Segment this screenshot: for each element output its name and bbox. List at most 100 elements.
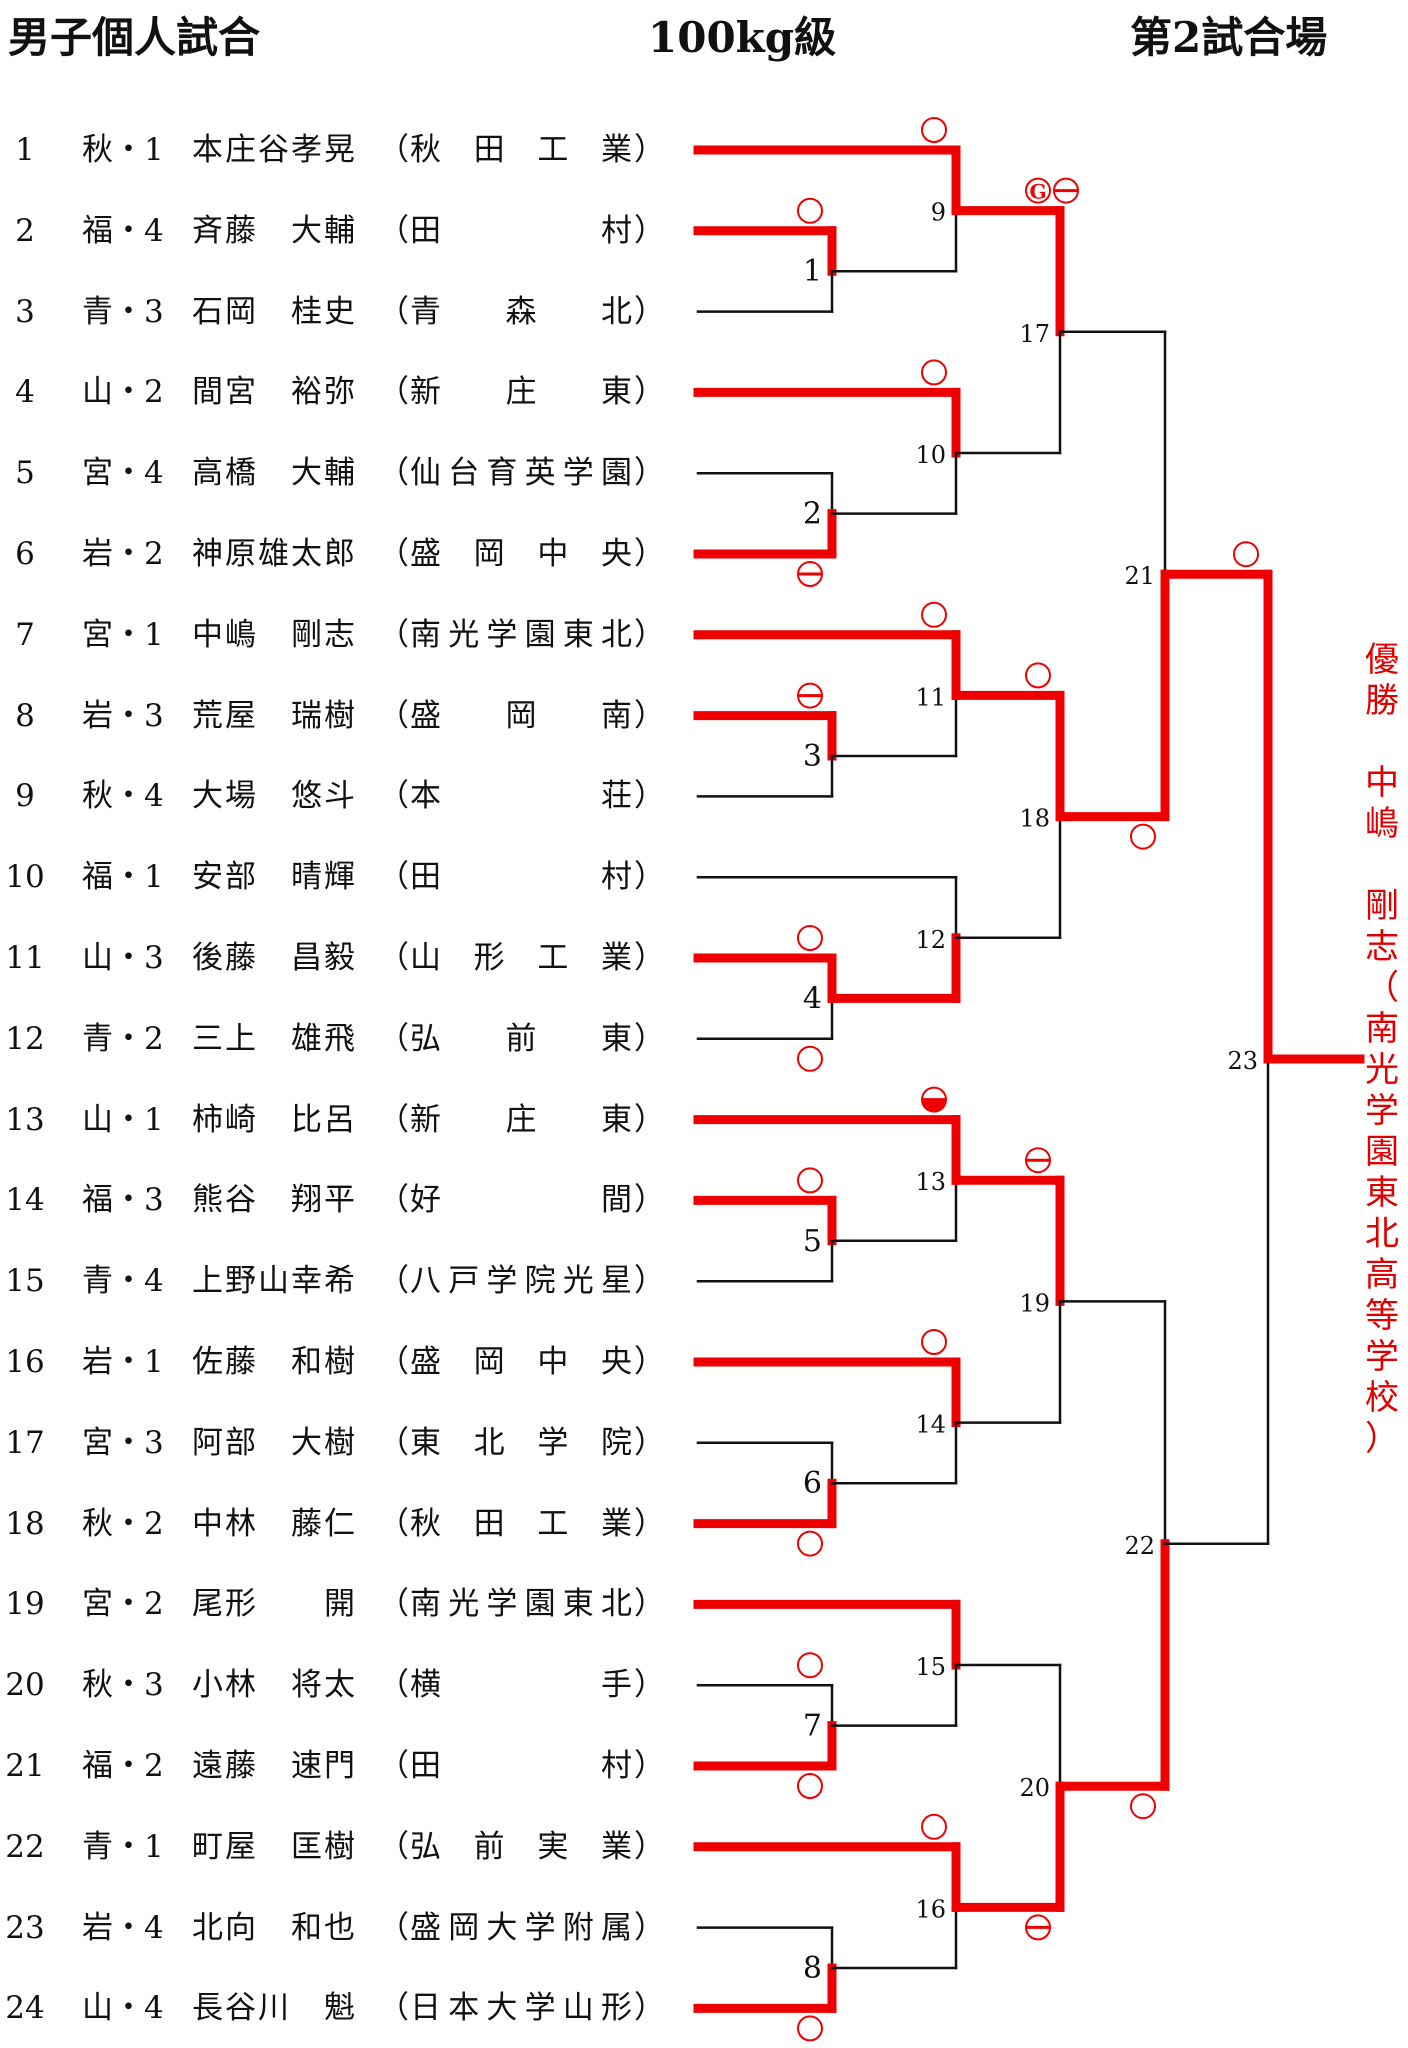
entry-school: 秋田工業 (410, 1505, 632, 1542)
win-mark (797, 1530, 823, 1557)
school-paren-open: （ (378, 1828, 409, 1865)
school-paren-close: ） (634, 940, 665, 976)
entry-school: 田村 (410, 212, 632, 249)
win-mark (921, 1813, 947, 1840)
entry-prefecture: 宮・4 (82, 455, 164, 492)
entry-prefecture: 秋・3 (82, 1667, 164, 1704)
entry-name: 荒屋 瑞樹 (192, 697, 357, 734)
entry-number: 12 (5, 1020, 45, 1057)
school-paren-open: （ (378, 859, 409, 896)
school-paren-close: ） (634, 455, 665, 492)
win-mark (797, 1773, 823, 1799)
entry-school: 盛岡中央 (410, 536, 632, 572)
champion-school-char: ） (1365, 1419, 1399, 1459)
school-paren-open: （ (378, 212, 409, 249)
school-paren-open: （ (378, 132, 409, 168)
school-paren-close: ） (634, 778, 665, 815)
entry-prefecture: 青・1 (82, 1828, 164, 1865)
school-paren-open: （ (378, 1990, 409, 2027)
entry-school: 弘前実業 (410, 1828, 632, 1865)
school-paren-open: （ (378, 1344, 409, 1380)
school-paren-close: ） (634, 859, 665, 896)
champion-name-char: 嶋 (1365, 804, 1399, 844)
school-paren-open: （ (378, 1182, 409, 1219)
entry-number: 17 (5, 1424, 45, 1461)
school-paren-close: ） (634, 293, 665, 330)
school-paren-open: （ (378, 374, 409, 411)
champion-school-char: 東 (1365, 1173, 1399, 1213)
entry-name: 中嶋 剛志 (192, 616, 357, 653)
win-mark (797, 1652, 823, 1679)
entry-prefecture: 岩・3 (82, 697, 164, 734)
entry-number: 20 (5, 1667, 45, 1704)
match-number: 9 (931, 199, 946, 227)
entry-name: 熊谷 翔平 (192, 1182, 357, 1219)
special-win-mark (1025, 1147, 1051, 1174)
win-mark (1130, 823, 1156, 850)
win-mark (797, 197, 823, 224)
entry-school: 盛岡中央 (410, 1344, 632, 1380)
match-number: 19 (1019, 1289, 1050, 1317)
entry-prefecture: 宮・3 (82, 1424, 164, 1461)
entry-prefecture: 青・4 (82, 1263, 164, 1300)
entry-prefecture: 山・2 (82, 374, 164, 411)
entry-prefecture: 秋・4 (82, 778, 164, 815)
entry-number: 6 (15, 536, 35, 572)
entry-number: 1 (15, 132, 35, 168)
school-paren-close: ） (634, 697, 665, 734)
special-win-mark (797, 682, 823, 709)
entry-number: 21 (5, 1748, 45, 1784)
match-number: 8 (803, 1951, 822, 1986)
school-paren-open: （ (378, 1748, 409, 1784)
champion-title-char: 優 (1365, 640, 1399, 680)
school-paren-close: ） (634, 1667, 665, 1704)
entry-school: 新庄東 (410, 1101, 632, 1138)
entry-prefecture: 岩・2 (82, 536, 164, 572)
spacer (1362, 722, 1402, 763)
entry-name: 神原雄太郎 (192, 536, 357, 572)
school-paren-close: ） (634, 1182, 665, 1219)
entry-prefecture: 福・1 (82, 859, 164, 896)
entry-name: 上野山幸希 (192, 1263, 357, 1300)
entry-school: 田村 (410, 1748, 632, 1784)
half-point-mark (921, 1086, 947, 1113)
school-paren-close: ） (634, 1505, 665, 1542)
entry-name: 北向 和也 (192, 1909, 357, 1946)
school-paren-close: ） (634, 1101, 665, 1138)
entry-name: 斉藤 大輔 (192, 212, 357, 249)
champion-school-char: 学 (1365, 1337, 1399, 1377)
entry-number: 8 (15, 697, 35, 734)
school-paren-open: （ (378, 1909, 409, 1946)
entry-school: 盛岡南 (410, 697, 632, 734)
school-paren-open: （ (378, 616, 409, 653)
school-paren-open: （ (378, 1667, 409, 1704)
champion-school-char: 南 (1365, 1009, 1399, 1049)
school-paren-close: ） (634, 1344, 665, 1380)
school-paren-open: （ (378, 455, 409, 492)
entry-name: 小林 将太 (192, 1667, 357, 1704)
entry-number: 5 (15, 455, 35, 492)
school-paren-open: （ (378, 1020, 409, 1057)
school-paren-close: ） (634, 1990, 665, 2027)
entry-prefecture: 福・3 (82, 1182, 164, 1219)
golden-score-letter: G (1029, 180, 1046, 204)
entry-prefecture: 福・4 (82, 212, 164, 249)
